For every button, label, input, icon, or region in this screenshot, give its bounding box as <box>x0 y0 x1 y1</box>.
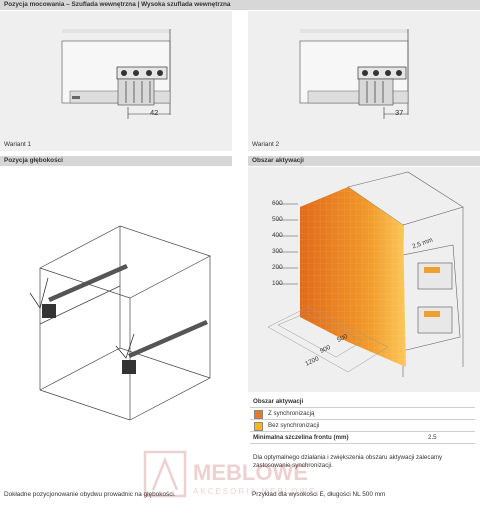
height-tick: 600 <box>272 200 283 207</box>
section-title-activation: Obszar aktywacji <box>252 157 304 164</box>
legend-note: Dla optymalnego działania i zwiększenia … <box>253 454 443 469</box>
runner-upper <box>42 264 128 318</box>
section-header-depth: Pozycja głębokości <box>0 156 232 166</box>
variant-2-drawing <box>299 29 409 119</box>
height-tick: 300 <box>272 248 283 255</box>
legend-without-sync: Bez synchronizacji <box>268 422 320 429</box>
activation-caption: Przykład dla wysokości E, długości NL 50… <box>252 491 386 498</box>
height-tick: 100 <box>272 280 283 287</box>
coupling-device <box>116 66 168 106</box>
section-title-depth: Pozycja głębokości <box>4 157 63 164</box>
height-tick: 200 <box>272 264 283 271</box>
activation-legend-table: Obszar aktywacji Z synchronizacją Bez sy… <box>250 396 475 444</box>
legend-row-without-sync: Bez synchronizacji <box>250 420 475 432</box>
min-gap-label: Minimalna szczelina frontu (mm) <box>253 434 349 441</box>
section-title-mounting: Pozycja mocowania – Szuflada wewnętrzna … <box>4 1 231 8</box>
depth-caption: Dokładne pozycjonowanie obydwu prowadnic… <box>4 491 176 498</box>
legend-with-sync: Z synchronizacją <box>268 410 315 417</box>
cabinet-isometric-drawing <box>29 225 211 421</box>
variant-2-caption: Wariant 2 <box>252 141 280 148</box>
section-header-mounting: Pozycja mocowania – Szuflada wewnętrzna … <box>0 0 480 10</box>
variant-2-dimension: 37 <box>395 108 404 117</box>
swatch-without-sync <box>254 422 263 431</box>
coupling-device <box>357 66 407 106</box>
svg-text:AKCESORIA MEBLOWE: AKCESORIA MEBLOWE <box>193 487 316 496</box>
swatch-with-sync <box>254 410 263 419</box>
variant-1-dimension: 42 <box>150 108 159 117</box>
section-header-activation: Obszar aktywacji <box>248 156 480 166</box>
runner-lower <box>122 320 208 374</box>
min-gap-value: 2.5 <box>428 434 437 441</box>
svg-text:MEBLOWE: MEBLOWE <box>193 460 308 485</box>
variant-1-caption: Wariant 1 <box>4 141 32 148</box>
legend-row-with-sync: Z synchronizacją <box>250 408 475 420</box>
height-tick: 400 <box>272 232 283 239</box>
activation-drawing <box>267 171 464 377</box>
legend-min-gap-row: Minimalna szczelina frontu (mm) 2.5 <box>250 432 475 444</box>
height-tick: 500 <box>272 216 283 223</box>
variant-1-drawing <box>61 29 171 119</box>
legend-title-row: Obszar aktywacji <box>250 396 475 408</box>
watermark-logo: MEBLOWE AKCESORIA MEBLOWE <box>143 450 316 498</box>
legend-title: Obszar aktywacji <box>253 398 304 405</box>
